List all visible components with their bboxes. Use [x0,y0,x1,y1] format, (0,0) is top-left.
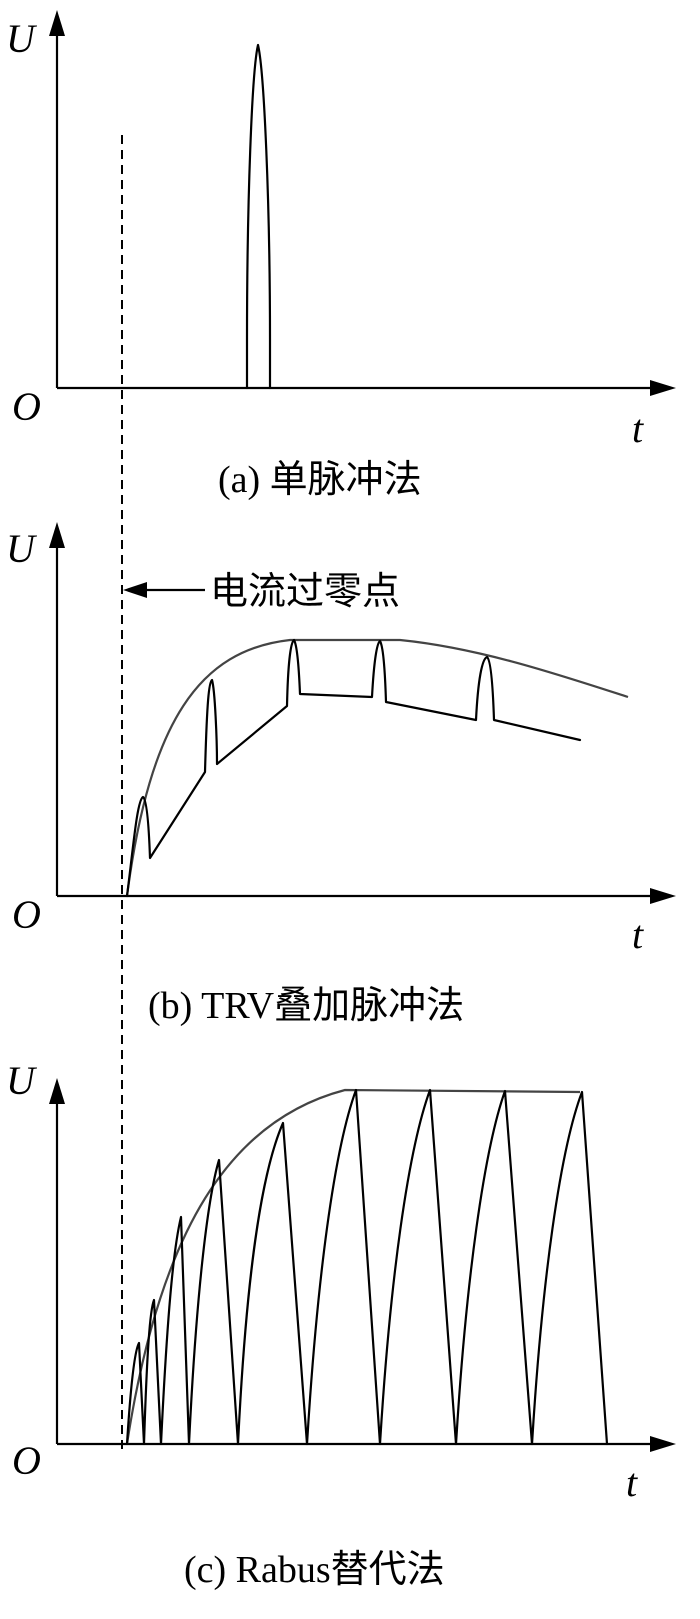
panel-b-y-arrow [49,522,65,548]
panel-a: U O t (a) 单脉冲法 [6,10,676,501]
panel-b-caption: (b) TRV叠加脉冲法 [148,985,464,1027]
panel-c-x-arrow [650,1436,676,1452]
panel-c-y-arrow [49,1078,65,1104]
current-zero-label: 电流过零点 [210,571,400,613]
panel-b-origin-label: O [12,892,41,937]
panel-c-envelope [125,1088,581,1445]
panel-a-y-arrow [49,10,65,36]
panel-c-y-label: U [6,1058,38,1103]
panel-c-sawtooth-waveform [125,1088,609,1446]
panel-c-origin-label: O [12,1438,41,1483]
panel-a-x-arrow [650,380,676,396]
panel-b-pulse-waveform [125,638,582,898]
current-zero-arrow-head [123,582,147,598]
panel-c-caption: (c) Rabus替代法 [184,1549,445,1591]
panel-b-trv-envelope [125,638,629,897]
panel-a-single-pulse [245,43,272,390]
panel-b-y-label: U [6,526,38,571]
panel-a-caption: (a) 单脉冲法 [218,459,422,501]
panel-a-x-label: t [632,406,644,451]
panel-a-y-label: U [6,16,38,61]
panel-b-x-arrow [650,888,676,904]
panel-c: U O t (c) Rabus替代法 [6,1058,676,1591]
panel-a-origin-label: O [12,384,41,429]
panel-c-x-label: t [626,1460,638,1505]
panel-b: U O t 电流过零点 (b) TRV叠加脉冲法 [6,522,676,1027]
panel-b-x-label: t [632,912,644,957]
